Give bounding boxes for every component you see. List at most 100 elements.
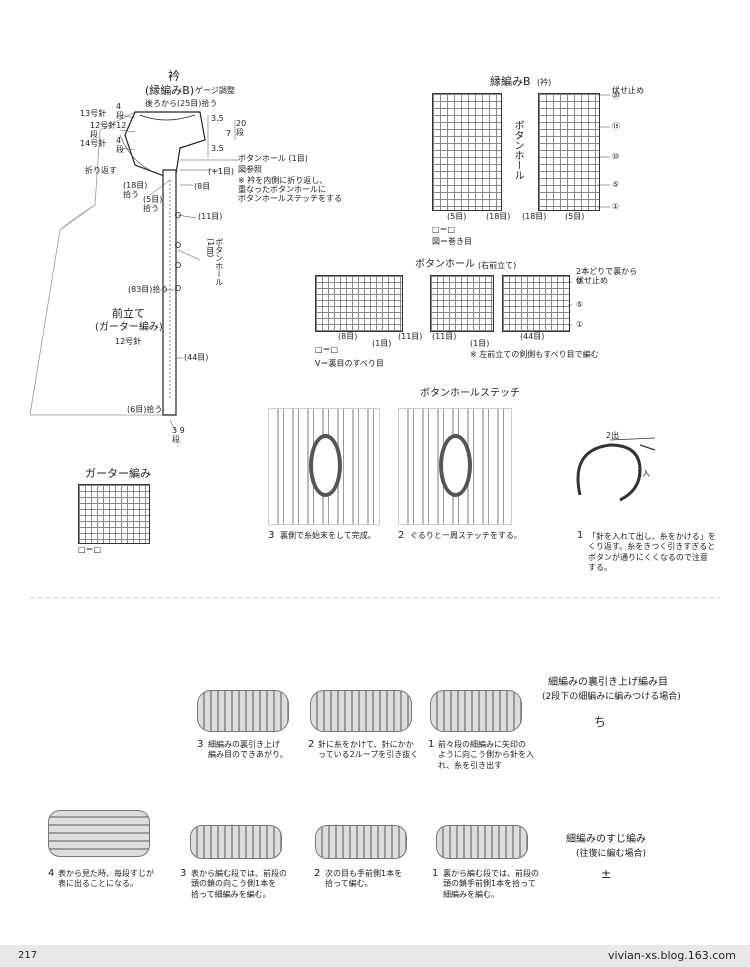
rib-step4-num: 4 (48, 868, 55, 879)
buttonhole-legend2: V＝裏目のすべり目 (315, 359, 384, 368)
bh-vertical-label: ボタンホール (1目) (205, 238, 224, 286)
bh-stitch-illus-2 (398, 408, 512, 525)
gauge-label: ゲージ調整 (195, 86, 235, 95)
back-post-illus-2 (310, 690, 412, 732)
rib-illus-2 (315, 825, 407, 859)
rib-illus-1 (436, 825, 528, 859)
st8-label: (8目 (194, 182, 211, 191)
rib-step2-text: 次の目も手前側1本を 拾って編む。 (325, 869, 403, 889)
back-post-step3-num: 3 (197, 739, 204, 750)
rows20-label: 20 段 (236, 119, 247, 137)
fold-label: 折り返す (85, 166, 117, 175)
rows4b-label: 4 段 (116, 136, 124, 154)
footer-bar (0, 945, 750, 967)
buttonhole-bottom-1: (1目) (372, 339, 392, 348)
rib-step1-num: 1 (432, 868, 439, 879)
buttonhole-note: ※ 左前立ての剣側もすべり目で編む (470, 350, 599, 359)
bh-stitch-illus-3 (268, 408, 380, 525)
garter-grid (78, 484, 150, 544)
buttonhole-bottom-5: (44目) (520, 332, 545, 341)
bh-step1-num: 1 (577, 530, 584, 541)
ref-label: 図参照 (238, 165, 262, 174)
collar-note: ※ 衿を内側に折り返し、 重なったボタンホールに ボタンホールステッチをする (238, 176, 342, 203)
bh-step1-text: 「針を入れて出し、糸をかける」を くり返す。糸をきつく引きすぎると ボタンが通り… (588, 532, 716, 573)
edging-b-bindoff: 伏せ止め (612, 86, 644, 95)
st11-label: (11目) (198, 212, 223, 221)
rib-step3-text: 表から編む段では、前段の 頭の鎖の向こう側1本を 拾って細編みを編む。 (191, 869, 287, 899)
rib-step1-text: 裏から編む段では、前段の 頭の鎖手前側1本を拾って 細編みを編む。 (443, 869, 539, 899)
plus1-label: (+1目) (208, 167, 235, 176)
buttonhole-chart-title: ボタンホール (415, 259, 475, 270)
garter-title: ガーター編み (85, 467, 151, 480)
buttonhole1-label: ボタンホール (1目) (238, 154, 308, 163)
pick18-label: (18目) 拾う (123, 181, 148, 199)
rib-illus-3 (190, 825, 282, 859)
front-band-title: 前立て (112, 307, 145, 320)
back-post-symbol: ち (594, 715, 607, 729)
bh-step3-text: 裏側で糸始末をして完成。 (280, 531, 376, 540)
buttonhole-bottom-2: (11目) (398, 332, 423, 341)
edging-b-row-1: ① (612, 202, 620, 211)
bh-stitch-title: ボタンホールステッチ (420, 388, 520, 399)
back-post-step2-text: 針に糸をかけて、針にかか っている2ループを引き抜く (318, 740, 419, 760)
rib-step3-num: 3 (180, 868, 187, 879)
d35a-label: 3.5 (211, 114, 224, 123)
rib-step4-text: 表から見た時、毎段すじが 表に出ることになる。 (58, 869, 154, 889)
needle13-label: 13号針 (80, 109, 107, 118)
edging-b-row-5: ⑤ (612, 180, 620, 189)
buttonhole-grid-3 (502, 275, 570, 332)
st44-label: (44目) (184, 353, 209, 362)
edging-b-legend2: 図＝巻き目 (432, 237, 472, 246)
garter-legend: □＝□ (78, 545, 102, 554)
garter-sub-label: (ガーター編み) (95, 322, 163, 333)
pick5-label: (5目) 拾う (143, 195, 163, 213)
pick6-label: (6目)拾う (127, 405, 163, 414)
buttonhole-side-note: 2本どりで裏から 伏せ止め (576, 267, 638, 285)
buttonhole-row-1: ① (576, 320, 584, 329)
edging-b-title: 縁編みB (490, 75, 531, 88)
edging-b-legend1: □＝□ (432, 225, 456, 234)
edging-b-vertical: ボタンホール (512, 120, 523, 180)
needle12b-label: 12号針 (115, 337, 142, 346)
edging-b-grid-left (432, 93, 502, 211)
edging-b-bottom-2: (18目) (522, 212, 547, 221)
buttonhole-grid-1 (315, 275, 403, 332)
bh-label-out: 2出 (606, 431, 620, 440)
edging-b-paren: (衿) (537, 78, 552, 87)
back-post-subtitle: (2段下の細編みに編みつける場合) (542, 692, 681, 702)
collar-subtitle: (縁編みB) (145, 84, 195, 97)
back-post-step1-text: 前々段の細編みに矢印の ように向こう側から針を入 れ、糸を引き出す (438, 740, 534, 770)
edging-b-row-20: ⑳ (612, 91, 620, 100)
rib-symbol: ± (601, 867, 612, 881)
back-post-step1-num: 1 (428, 739, 435, 750)
collar-title: 衿 (168, 69, 181, 83)
needle12-label: 12号針12 段 (90, 121, 127, 139)
rib-subtitle: (往復に編む場合) (576, 849, 647, 859)
edging-b-bottom-3: (5目) (565, 212, 585, 221)
edging-b-bottom-0: (5目) (447, 212, 467, 221)
back-post-illus-3 (197, 690, 289, 732)
buttonhole-chart-paren: (右前立て) (478, 261, 517, 270)
buttonhole-legend1: □＝□ (315, 345, 339, 354)
rows3-9-label: 3 9 段 (172, 426, 185, 444)
back-post-step3-text: 細編みの裏引き上げ 編み目のできあがり。 (208, 740, 288, 760)
needle14-label: 14号針 (80, 139, 107, 148)
rows4a-label: 4 段 (116, 102, 124, 120)
rib-step2-num: 2 (314, 868, 321, 879)
buttonhole-bottom-3: (11目) (432, 332, 457, 341)
edging-b-bottom-1: (18目) (486, 212, 511, 221)
rib-title: 細編みのすじ編み (566, 834, 646, 845)
buttonhole-grid-2 (430, 275, 494, 332)
page-number: 217 (18, 950, 38, 961)
buttonhole-row-9: ⑨ (576, 277, 584, 286)
site-watermark: vivian-xs.blog.163.com (608, 949, 736, 962)
rib-illus-4 (48, 810, 150, 857)
d35b-label: 3.5 (211, 144, 224, 153)
bh-label-in: 1入 (637, 469, 651, 478)
bh-step3-num: 3 (268, 530, 275, 541)
edging-b-grid-right (538, 93, 600, 211)
pick83-label: (83目)拾う (128, 285, 169, 294)
buttonhole-bottom-0: (8目) (338, 332, 358, 341)
bh-step2-text: ぐるりと一周ステッチをする。 (410, 531, 522, 540)
